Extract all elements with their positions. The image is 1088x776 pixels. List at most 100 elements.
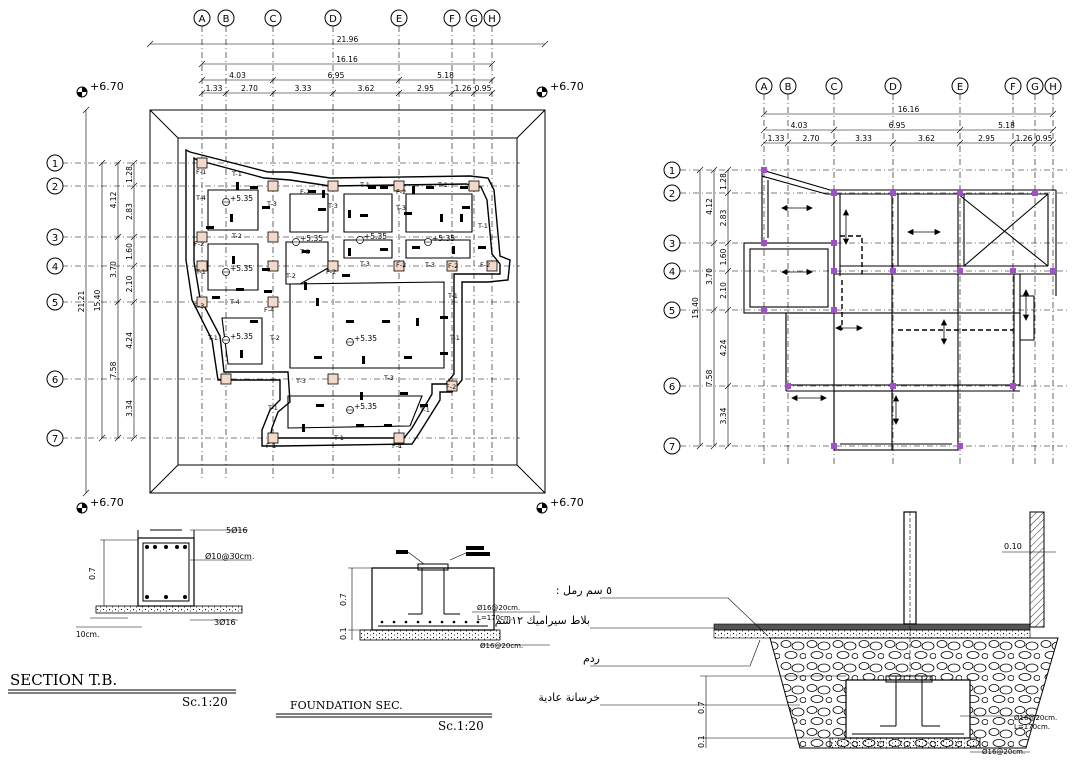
row-group-dim-label: 4.12	[109, 191, 118, 208]
column-point	[785, 383, 791, 389]
overall-width-dim-label: 21.96	[337, 35, 359, 44]
grid-lines	[680, 94, 1070, 466]
row-bay-dim-label: 1.28	[125, 166, 134, 183]
ws-bars-top: Ø16@20cm.	[1014, 714, 1057, 722]
beam-label: T-1	[449, 334, 460, 342]
rebar-mark	[384, 424, 392, 427]
grid-column-bubble-circle	[779, 77, 797, 95]
grid-column-bubble-circle	[324, 9, 342, 27]
column-pad	[267, 260, 279, 272]
column-pad	[220, 373, 232, 385]
bay-width-dim-tick	[329, 89, 337, 97]
rebar-mark	[420, 404, 428, 407]
rebar-mark	[302, 250, 310, 253]
row-group-dim-tick	[710, 166, 718, 174]
span-arrow-head	[806, 268, 813, 276]
column-pad	[486, 260, 498, 272]
row-bay-dim-label: 1.60	[125, 243, 134, 260]
grid-column-bubble-circle	[1044, 77, 1062, 95]
column-point	[831, 443, 837, 449]
corner-level-marks: +6.70+6.70+6.70+6.70	[76, 80, 584, 514]
row-bay-dim-tick	[130, 159, 138, 167]
column-point	[761, 307, 767, 313]
rebar-mark	[308, 190, 316, 193]
bay-width-dim-label: 1.26	[1016, 134, 1033, 143]
beam-label: T-1	[267, 404, 278, 412]
excavation-outline	[149, 109, 546, 494]
span-arrow-head	[842, 238, 850, 245]
beam-label: T-1	[359, 181, 370, 189]
overall-width-dim-tick	[541, 40, 549, 48]
row-group-dim-label: 3.70	[109, 261, 118, 278]
span-arrow-head	[940, 338, 948, 345]
beam-label: F-2	[194, 240, 204, 248]
span-arrow-head	[820, 394, 827, 402]
bay-width-dim-tick	[889, 139, 897, 147]
beam-label: T-1	[419, 406, 430, 414]
row-group-dim-label: 3.70	[705, 268, 714, 285]
grid-column-bubble-label: B	[223, 14, 230, 25]
grid-row-bubble-circle	[663, 161, 681, 179]
row-bay-dim-tick	[130, 262, 138, 270]
grid-row-bubble-circle	[46, 429, 64, 447]
grid-row-bubble-label: 1	[669, 166, 675, 177]
span-arrow-head	[842, 209, 850, 216]
beam-label: T-3	[295, 377, 306, 385]
bay-width-dim-tick	[830, 139, 838, 147]
fs-bars-top: Ø16@20cm.	[477, 604, 520, 612]
rebar-mark	[460, 186, 468, 189]
row-bay-dim-tick	[130, 434, 138, 442]
beam-label: T-4	[195, 194, 206, 202]
grid-width-dim-tick	[488, 60, 496, 68]
beam-label: T-3	[424, 261, 435, 269]
rebar-mark	[250, 320, 258, 323]
rebar-mark	[212, 296, 220, 299]
column-points	[761, 167, 1056, 449]
beam-label: F-2	[396, 261, 406, 269]
span-arrow-head	[791, 394, 798, 402]
beam-label: T-2	[285, 272, 296, 280]
column-pad	[267, 180, 279, 192]
bay-width-dim-label: 3.62	[918, 134, 935, 143]
foundation-sec-detail: 0.7 0.1 Ø16@20cm. L=170cm. Ø16@20cm. FOU…	[276, 546, 550, 733]
grid-column-bubble-label: C	[831, 82, 838, 93]
column-point	[957, 443, 963, 449]
column-pad	[327, 373, 339, 385]
beam-label: F-2	[448, 262, 458, 270]
fs-height-dim: 0.7	[339, 593, 348, 606]
rebar-mark	[348, 248, 351, 256]
grid-column-bubble-circle	[390, 9, 408, 27]
note-plain-concrete: خرسانة عادية	[538, 691, 600, 704]
grid-row-bubble-circle	[46, 370, 64, 388]
row-bay-dim-tick	[724, 166, 732, 174]
row-bay-dim-tick	[724, 306, 732, 314]
row-bay-dim-tick	[130, 233, 138, 241]
rebar-mark	[348, 210, 351, 218]
row-bay-dim-tick	[724, 239, 732, 247]
group-width-dim-label: 5.18	[998, 121, 1015, 130]
level-mark-fill	[77, 503, 87, 513]
rebar-mark	[382, 320, 390, 323]
span-arrow-head	[781, 204, 788, 212]
grid-column-bubble-label: E	[396, 14, 402, 25]
grid-row-bubble-circle	[46, 257, 64, 275]
bay-width-dim-label: 0.95	[475, 84, 492, 93]
grid-column-bubble-circle	[483, 9, 501, 27]
slab-level-label: +5.35	[230, 332, 253, 341]
row-group-dim-tick	[710, 442, 718, 450]
level-mark-label: +6.70	[550, 80, 584, 93]
rebar-mark	[356, 424, 364, 427]
slab-level-label: +5.35	[432, 234, 455, 243]
grid-height-dim-label: 15.40	[93, 290, 102, 312]
grid-row-bubble-label: 3	[52, 233, 58, 244]
note-tiles: بلاط سيراميك ١٢سم	[495, 614, 590, 627]
level-mark-fill	[537, 87, 547, 97]
row-group-dim-label: 7.58	[705, 369, 714, 386]
bay-width-dim-tick	[760, 139, 768, 147]
span-arrow-head	[907, 228, 914, 236]
grid-column-bubble-circle	[193, 9, 211, 27]
